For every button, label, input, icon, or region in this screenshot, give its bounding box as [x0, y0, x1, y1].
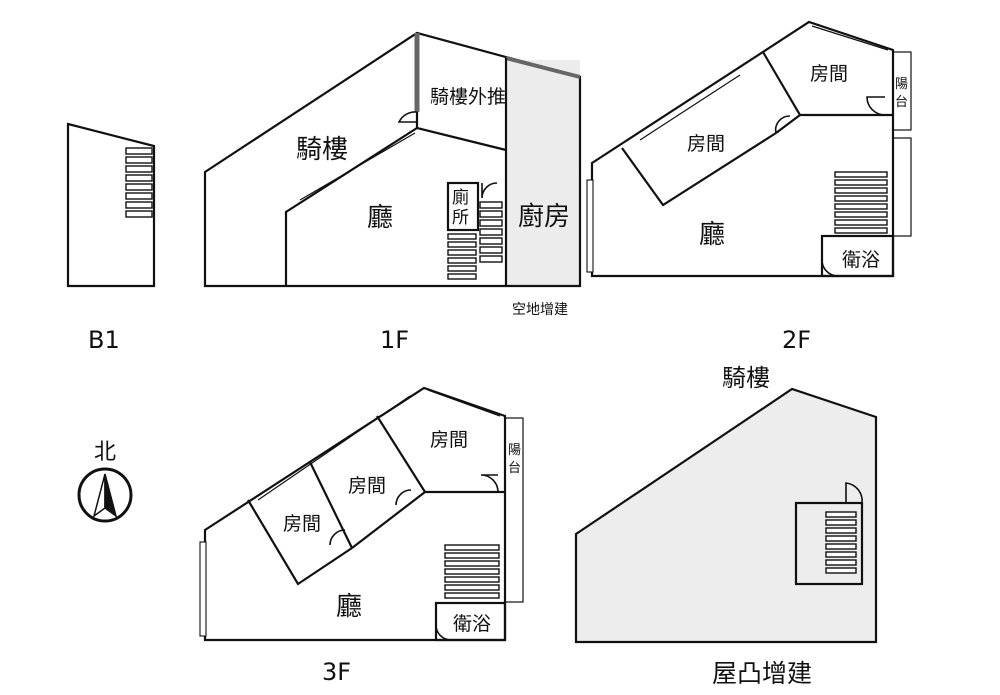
f2-balcony-label-2: 台: [895, 95, 908, 110]
f1-arcade-label: 騎樓: [296, 135, 348, 165]
roof-door: [845, 482, 863, 504]
kitchen-shade: [506, 60, 580, 286]
b1-label: B1: [88, 326, 120, 354]
f3-bedroom3-label: 房間: [430, 429, 468, 451]
f3-balcony-label-1: 陽: [508, 443, 521, 458]
f2-bath-door: [821, 259, 839, 277]
compass: 北: [77, 440, 133, 523]
f2-bath: [820, 234, 895, 278]
f2-bath-label: 衛浴: [842, 249, 880, 271]
f3-door-1: [329, 529, 346, 546]
f2-bedroom-divider: [775, 114, 801, 134]
f1-kitchen-label: 廚房: [518, 202, 570, 232]
f3-bedroom-divider: [351, 491, 426, 549]
f3-top-window-2: [427, 389, 501, 417]
hall-wall: [284, 127, 418, 286]
f3-bath-door: [435, 624, 452, 641]
f1-stairs-left: [447, 233, 477, 280]
floor-b1: B1: [66, 122, 156, 354]
compass-label: 北: [94, 440, 116, 465]
floor-3f: 房間 房間 房間 廳 衛浴 陽 台 3F: [199, 386, 524, 686]
f2-hall-label: 廳: [699, 220, 725, 250]
f2-bedroom1-wall: [621, 132, 777, 207]
f2-right-wing: [892, 137, 912, 237]
f2-bedroom2-label: 房間: [810, 63, 848, 85]
floor-roof: 騎樓 屋凸增建: [574, 364, 878, 688]
f3-door-3: [480, 474, 499, 493]
f3-hall-label: 廳: [336, 592, 362, 622]
roof-stair-room: [794, 501, 864, 586]
f3-left-window: [199, 541, 207, 637]
f1-toilet-label-1: 廁: [452, 187, 469, 208]
f3-bedroom3-wall: [376, 415, 505, 494]
f2-left-window: [586, 179, 594, 273]
north-arrow-fill-icon: [104, 473, 118, 518]
f2-balcony: [892, 51, 912, 131]
b1-stairs: [125, 147, 153, 218]
f2-door-1: [774, 115, 791, 134]
f3-bedroom2-left: [309, 461, 353, 549]
f1-ext-lower-wall: [415, 112, 507, 152]
f2-bedroom1-label: 房間: [687, 133, 725, 155]
f2-label: 2F: [782, 326, 811, 354]
f1-hall-label: 廳: [367, 203, 393, 233]
roof-stairs: [825, 511, 857, 574]
f2-top-window-1: [639, 74, 741, 141]
f1-outline: [203, 31, 582, 288]
f1-ext-wall-top: [505, 56, 581, 79]
floor-1f: 騎樓 騎樓外推 廳 廁 所 廚房 空地增建 1F: [203, 31, 582, 354]
f1-stairs-right: [479, 201, 503, 263]
f1-toilet-label-2: 所: [452, 208, 469, 228]
roof-top-label: 騎樓: [722, 364, 770, 392]
f3-balcony: [504, 417, 524, 603]
b1-outline: [66, 122, 156, 288]
f3-label: 3F: [322, 658, 351, 686]
f2-top-window-2: [811, 25, 889, 51]
f2-balcony-label-1: 陽: [895, 77, 908, 92]
roof-label: 屋凸增建: [712, 659, 812, 688]
f3-bedroom1-label: 房間: [283, 513, 321, 535]
f1-note-label: 空地增建: [512, 302, 568, 318]
floor-2f: 房間 房間 廳 衛浴 陽 台 2F: [586, 20, 912, 354]
f1-ext-door: [397, 111, 418, 123]
f2-door-2: [866, 96, 886, 116]
hall-window: [299, 132, 416, 201]
f3-bath-label: 衛浴: [453, 613, 491, 635]
f3-door-2: [395, 489, 412, 506]
f3-top-window-1: [257, 395, 411, 501]
f1-arcade-ext-label: 騎樓外推: [430, 86, 506, 108]
toilet-door: [481, 182, 498, 199]
f2-outline: [590, 20, 895, 278]
f3-bedroom2-label: 房間: [348, 475, 386, 497]
f3-bath: [434, 601, 507, 642]
f2-stairs: [834, 171, 888, 234]
roof-outline: [574, 387, 878, 644]
f3-stairs: [444, 544, 500, 599]
f1-label: 1F: [380, 326, 409, 354]
toilet-box: [446, 181, 480, 232]
f3-bedroom1-wall: [247, 499, 353, 586]
f3-balcony-label-2: 台: [508, 461, 521, 476]
